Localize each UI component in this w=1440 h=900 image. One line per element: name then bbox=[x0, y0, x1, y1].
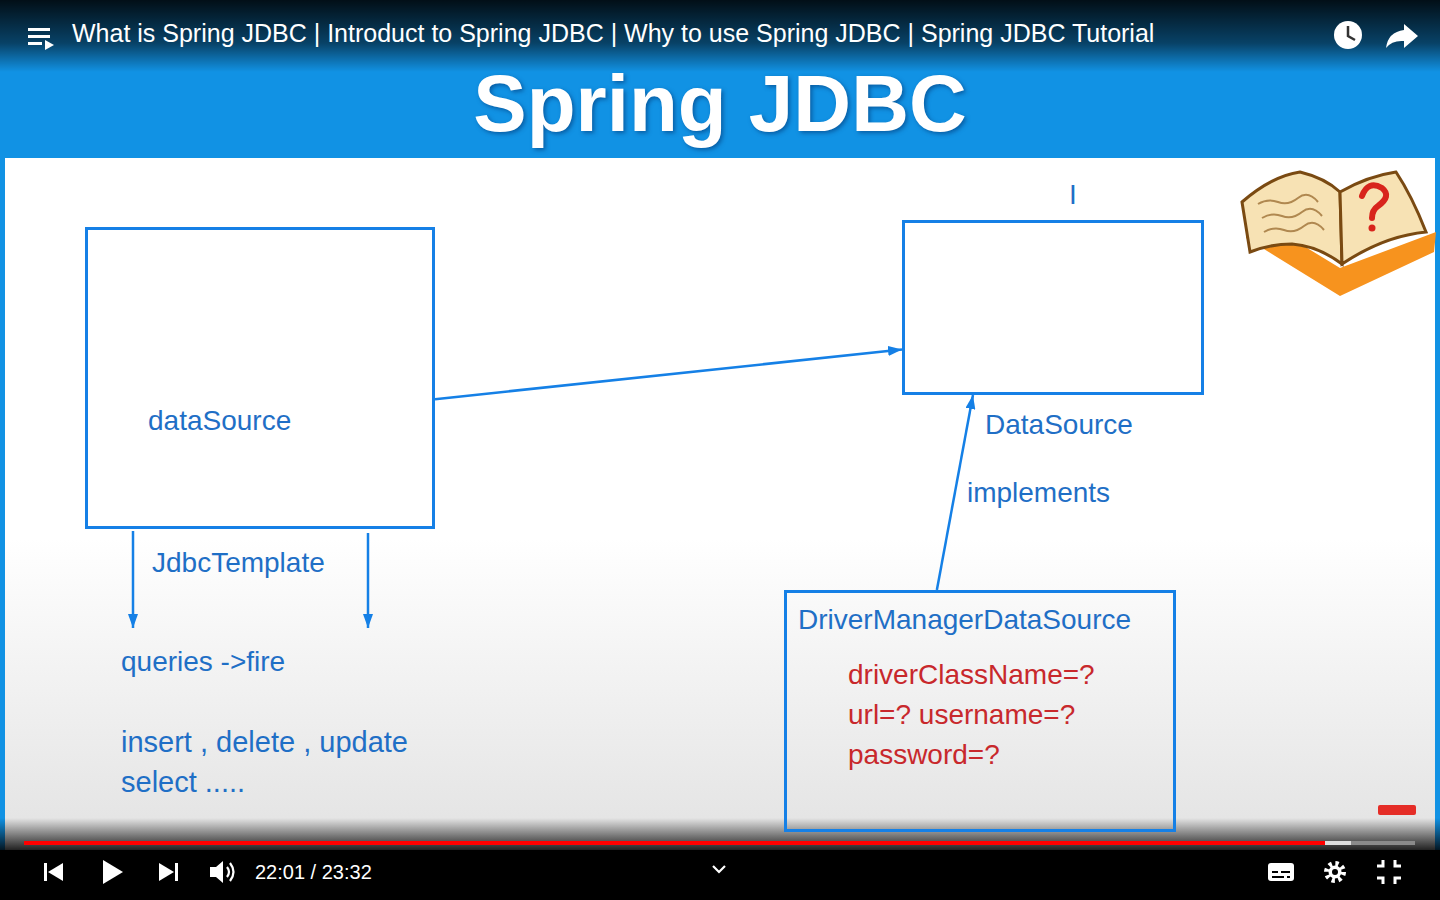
question-dot bbox=[1369, 225, 1376, 232]
book-icon bbox=[1242, 172, 1436, 296]
book-page bbox=[1340, 172, 1426, 264]
control-bar bbox=[0, 850, 1440, 900]
down-arrow bbox=[132, 531, 135, 628]
page-line bbox=[1262, 209, 1322, 218]
previous-icon bbox=[44, 863, 47, 881]
clock-icon bbox=[1334, 21, 1362, 49]
class-name: JdbcTemplate bbox=[152, 546, 325, 580]
book-page bbox=[1242, 172, 1342, 264]
fullscreen-exit-icon bbox=[1377, 860, 1401, 884]
query-types: insert , delete , update select ..... bbox=[121, 722, 451, 802]
property-list: driverClassName=? url=? username=? passw… bbox=[848, 655, 1095, 775]
settings-icon bbox=[1332, 869, 1338, 875]
volume-waves bbox=[227, 863, 234, 881]
class-box: IDataSource bbox=[902, 220, 1204, 395]
page-line bbox=[1258, 195, 1318, 204]
query-note: queries ->fire bbox=[121, 645, 285, 679]
top-shade bbox=[0, 0, 1440, 72]
bottom-icons bbox=[44, 860, 1401, 884]
clock-hands bbox=[1348, 26, 1355, 40]
previous-icon bbox=[48, 863, 63, 881]
down-arrow bbox=[367, 533, 370, 628]
video-time: 22:01 / 23:32 bbox=[255, 860, 372, 884]
slide-body bbox=[5, 158, 1435, 850]
play-icon bbox=[103, 860, 123, 884]
question-mark bbox=[1362, 185, 1386, 218]
interface-marker: I bbox=[1069, 178, 1077, 212]
playlist-icon bbox=[28, 28, 50, 31]
property-name: dataSource bbox=[148, 404, 291, 438]
class-box: DriverManagerDataSource driverClassName=?… bbox=[784, 590, 1176, 832]
class-name: DriverManagerDataSource bbox=[798, 603, 1131, 637]
interface-name: DataSource bbox=[985, 408, 1133, 442]
slide-header bbox=[0, 0, 1440, 850]
playlist-icon bbox=[45, 40, 54, 50]
video-title: What is Spring JDBC | Introduct to Sprin… bbox=[72, 18, 1154, 48]
next-icon bbox=[175, 863, 178, 881]
chevron-icon bbox=[713, 866, 725, 872]
edge-label: implements bbox=[967, 476, 1110, 510]
settings-icon bbox=[1329, 866, 1342, 879]
bottom-shade bbox=[0, 818, 1440, 850]
captions-icon bbox=[1268, 863, 1294, 881]
query-arrows bbox=[133, 531, 368, 628]
connector-arrow bbox=[435, 350, 902, 400]
slide-title: Spring JDBC bbox=[0, 64, 1440, 144]
playlist-icon bbox=[28, 35, 50, 38]
progress-buffer bbox=[1325, 841, 1351, 845]
settings-icon bbox=[1327, 864, 1343, 880]
next-icon bbox=[159, 863, 174, 881]
share-icon bbox=[1386, 24, 1418, 48]
subscribe-badge bbox=[1378, 805, 1416, 815]
progress-played bbox=[24, 841, 1325, 845]
captions-lines bbox=[1272, 872, 1290, 877]
page-line bbox=[1264, 223, 1324, 232]
class-box: dataSourceJdbcTemplate bbox=[85, 227, 435, 529]
playlist-icon bbox=[28, 42, 42, 45]
progress-track bbox=[24, 841, 1415, 845]
volume-icon bbox=[210, 861, 223, 883]
